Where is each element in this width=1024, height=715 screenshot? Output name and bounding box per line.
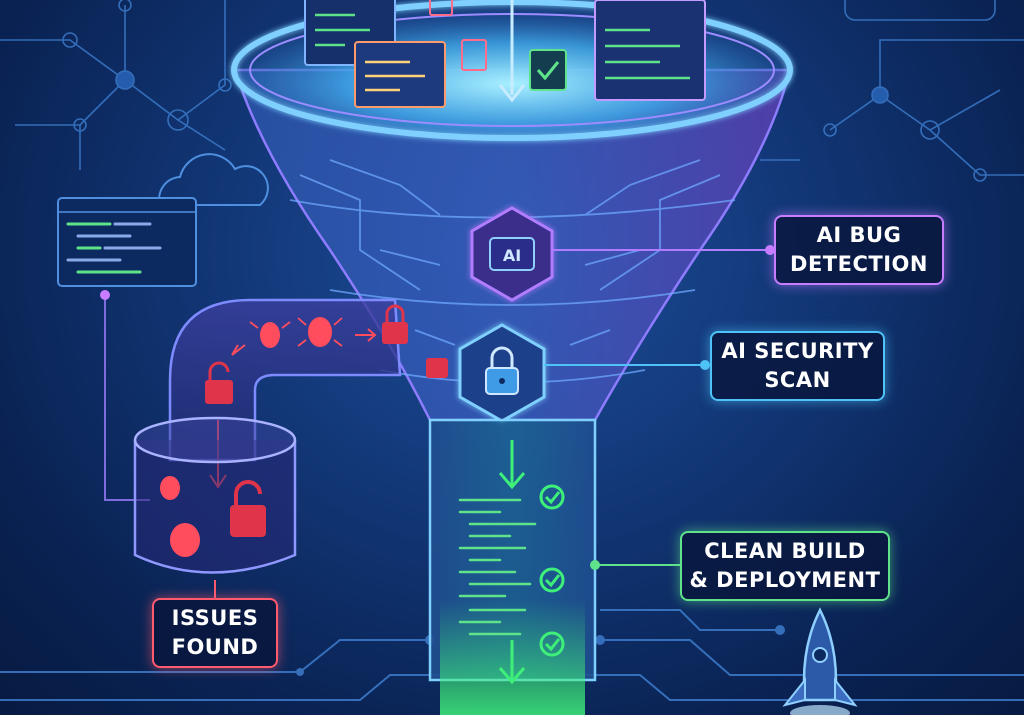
code-window-icon xyxy=(57,197,197,287)
check-icon xyxy=(539,484,565,657)
broken-lock-icon xyxy=(205,304,448,404)
ai-badge-text: AI xyxy=(503,246,521,265)
code-documents xyxy=(304,0,706,108)
clean-build-label: CLEAN BUILD & DEPLOYMENT xyxy=(680,531,890,601)
issues-container xyxy=(133,416,297,574)
clean-code-lines xyxy=(458,498,537,636)
cloud-icon xyxy=(158,153,269,206)
ai-badge: AI xyxy=(470,206,554,302)
network-graph-left xyxy=(0,0,232,170)
network-graph-right xyxy=(760,0,1024,182)
bug-icon xyxy=(260,317,332,348)
ai-bug-detection-label: AI BUG DETECTION xyxy=(774,215,944,285)
rocket-icon xyxy=(782,607,858,715)
lock-badge xyxy=(458,323,546,423)
issues-found-label: ISSUES FOUND xyxy=(152,598,278,668)
ai-security-scan-label: AI SECURITY SCAN xyxy=(710,331,885,401)
